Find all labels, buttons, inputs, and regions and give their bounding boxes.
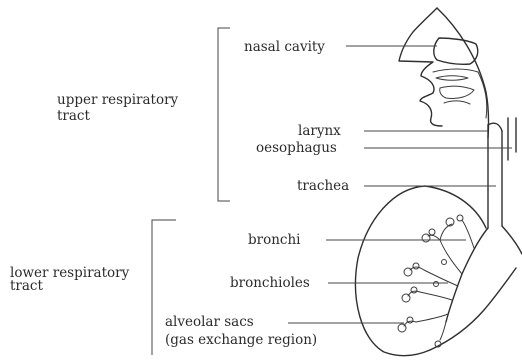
lung-outline [356,186,522,356]
oesophagus-label: oesophagus [256,140,337,156]
nasal-cavity-label: nasal cavity [244,39,325,55]
oesophagus-tube [508,118,516,160]
upper-tract-label-line2: tract [57,108,90,124]
bronchial-tree [404,220,488,340]
alveolar-sacs-label: alveolar sacs [165,314,254,330]
trachea-tube [488,123,502,228]
bronchioles-label: bronchioles [230,275,310,291]
alveolar-clusters [398,215,463,347]
trachea-label: trachea [297,178,349,194]
mouth-shape [433,69,487,118]
lower-tract-label-line2: tract [10,278,43,294]
head-outline [399,8,489,138]
nasal-cavity-shape [434,38,478,64]
upper-tract-bracket [218,28,230,201]
bronchi-label: bronchi [248,232,301,248]
upper-tract-label-line1: upper respiratory [57,92,179,108]
gas-exchange-label: (gas exchange region) [165,332,317,348]
larynx-label: larynx [298,123,341,139]
